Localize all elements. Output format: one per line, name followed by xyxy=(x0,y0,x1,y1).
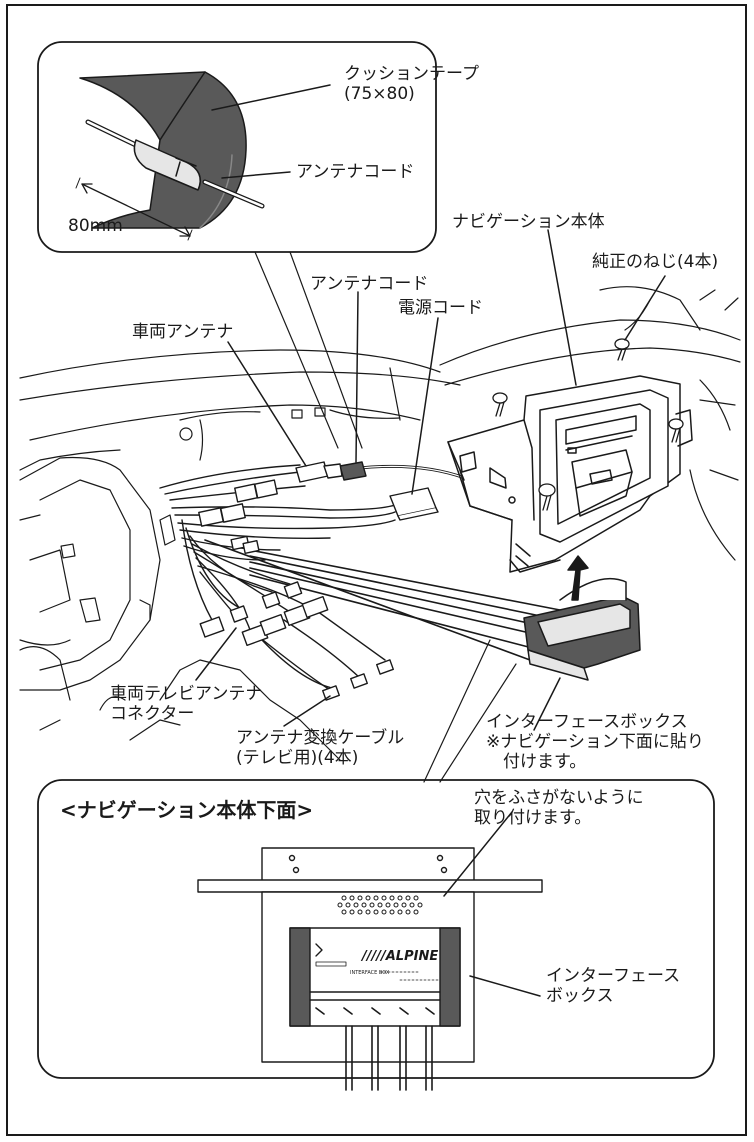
leader-interface-box-bottom xyxy=(469,975,541,997)
navigation-unit xyxy=(447,375,693,573)
cushion-tape-illustration xyxy=(79,71,265,229)
leader-vehicle-antenna xyxy=(227,341,307,467)
dashboard-contours xyxy=(19,286,741,561)
label-interface-box-bottom: インターフェース ボックス xyxy=(546,966,681,1006)
interface-box-main xyxy=(523,555,641,681)
leader-antenna-cord xyxy=(355,291,359,463)
label-hole-note: 穴をふさがないように 取り付けます。 xyxy=(474,788,644,828)
interface-box-underside xyxy=(289,927,461,1091)
vent-holes xyxy=(337,895,423,915)
label-vehicle-antenna: 車両アンテナ xyxy=(132,322,234,342)
label-cushion-tape: クッションテープ (75×80) xyxy=(344,64,479,104)
top-inset-box xyxy=(37,41,437,253)
label-antenna-cord-inset: アンテナコード xyxy=(296,162,415,182)
leader-genuine-screw xyxy=(624,275,666,341)
bottom-inset-heading: <ナビゲーション本体下面> xyxy=(60,798,314,822)
harness-connectors xyxy=(198,461,439,701)
leader-power-cord xyxy=(411,317,439,495)
leader-cushion-tape xyxy=(211,84,331,111)
dashboard-left-panel xyxy=(19,407,341,761)
leader-hole-note xyxy=(443,811,513,897)
screw-group xyxy=(492,338,684,511)
label-80mm: 80mm xyxy=(68,216,123,236)
leader-antenna-cord-inset xyxy=(221,171,291,179)
leader-tv-antenna-connector xyxy=(195,627,237,681)
label-genuine-screw: 純正のねじ(4本) xyxy=(592,252,719,272)
leader-navi-body xyxy=(547,229,577,386)
label-antenna-conversion-cable: アンテナ変換ケーブル (テレビ用)(4本) xyxy=(236,728,405,768)
leader-interface-box xyxy=(533,677,561,731)
dimension-line xyxy=(81,183,191,237)
bottom-inset-box xyxy=(37,779,715,1079)
alpine-logo: /////ALPINE xyxy=(360,949,438,964)
label-tv-antenna-connector: 車両テレビアンテナ コネクター xyxy=(110,684,263,724)
box-caption: INTERFACE BOX xyxy=(350,970,390,976)
label-interface-box: インターフェースボックス ※ナビゲーション下面に貼り 付けます。 xyxy=(486,712,704,772)
label-navi-body: ナビゲーション本体 xyxy=(452,212,605,232)
label-antenna-cord: アンテナコード xyxy=(310,274,429,294)
wire-harness xyxy=(159,464,561,691)
leader-antenna-conversion-cable xyxy=(283,695,331,727)
figure-frame xyxy=(6,4,747,1136)
label-power-cord: 電源コード xyxy=(398,298,483,318)
